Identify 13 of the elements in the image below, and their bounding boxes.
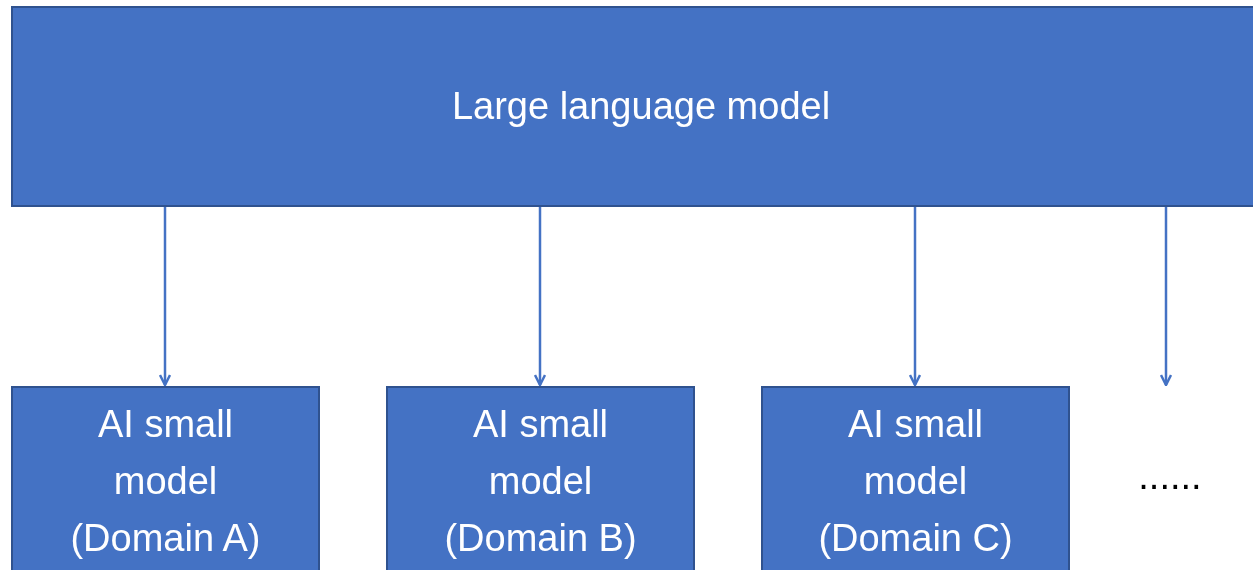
process-box bbox=[11, 6, 1253, 207]
node-label: AI small model (Domain C) bbox=[817, 402, 1014, 561]
node-label: AI small model (Domain A) bbox=[69, 402, 262, 561]
node-label: Large language model bbox=[451, 84, 831, 129]
ellipsis-text: ...... bbox=[1138, 454, 1202, 499]
arrow bbox=[908, 207, 922, 387]
process-box bbox=[386, 386, 695, 570]
process-box bbox=[11, 386, 320, 570]
process-box bbox=[761, 386, 1070, 570]
arrow bbox=[158, 207, 172, 387]
node-label: AI small model (Domain B) bbox=[443, 402, 638, 561]
arrow bbox=[1159, 207, 1173, 387]
arrow bbox=[533, 207, 547, 387]
